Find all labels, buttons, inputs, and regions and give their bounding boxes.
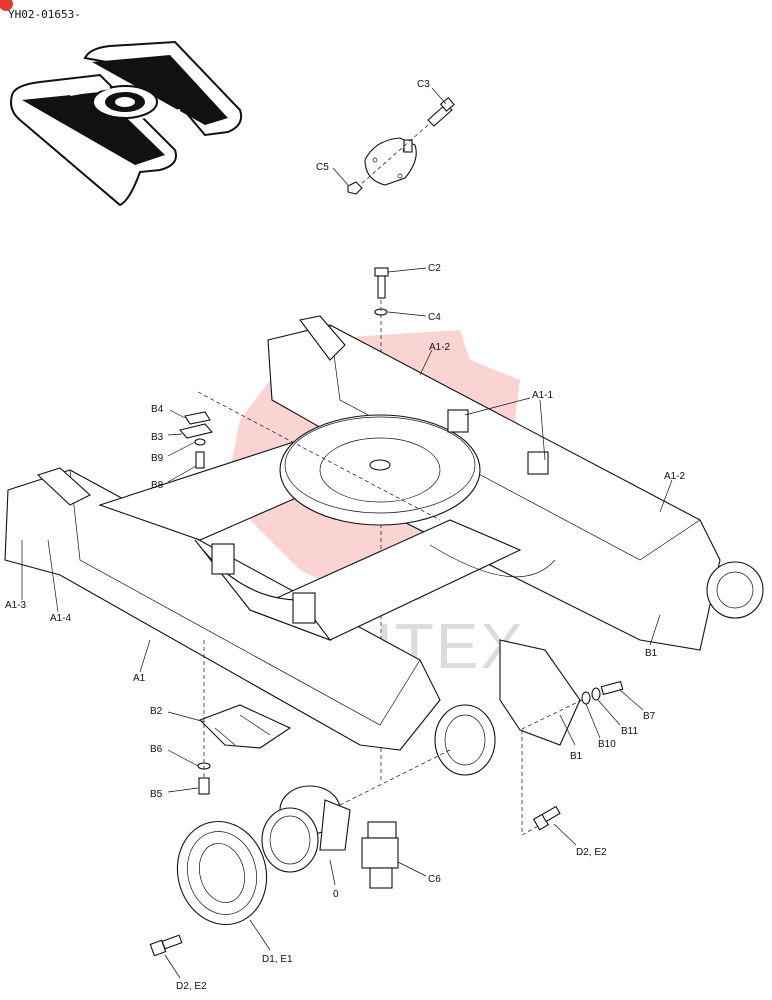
bolt-c2 [374,267,389,299]
callout-b1-right: B1 [645,648,658,659]
thumbnail-undercarriage [10,40,243,207]
callout-b11: B11 [621,726,638,737]
bolt-d2-e2-right [521,730,561,836]
callout-d2-e2-right: D2, E2 [576,847,607,858]
callout-b3: B3 [151,432,164,443]
callout-c4: C4 [428,312,441,323]
callout-a1-3: A1-3 [5,600,27,611]
callout-b5: B5 [150,789,163,800]
diagram-code: YH02-01653- [8,8,81,21]
callout-b9: B9 [151,453,164,464]
callout-c3: C3 [417,79,430,90]
callout-d1-e1: D1, E1 [262,954,293,965]
callout-c6: C6 [428,874,441,885]
corner-badge-icon [0,0,13,11]
fastener-b7-b10-b11 [519,680,624,731]
callout-b2: B2 [150,706,163,717]
callout-c2: C2 [428,263,441,274]
callout-a1-1: A1-1 [532,390,554,401]
callout-a1-4: A1-4 [50,613,72,624]
callout-a1: A1 [133,673,146,684]
callout-c5: C5 [316,162,329,173]
sprocket-d1-e1 [176,820,268,926]
bracket-b3-b4 [178,391,441,521]
bolt-d2-e2-left [149,934,183,957]
callout-b8: B8 [151,480,164,491]
travel-motor [261,749,451,873]
callout-b1-lower: B1 [570,751,583,762]
callout-d2-e2-left: D2, E2 [176,981,207,992]
callout-b4: B4 [151,404,164,415]
bracket-b2 [197,640,292,795]
callout-zero: 0 [333,889,339,900]
callout-a1-2-right: A1-2 [664,471,686,482]
track-frame-a1 [4,315,764,776]
callout-b7: B7 [643,711,656,722]
callout-a1-2-top: A1-2 [429,342,451,353]
swivel-joint-c6 [361,821,399,889]
callout-b6: B6 [150,744,163,755]
cover-plate-group [347,96,455,195]
callout-b10: B10 [598,739,616,750]
